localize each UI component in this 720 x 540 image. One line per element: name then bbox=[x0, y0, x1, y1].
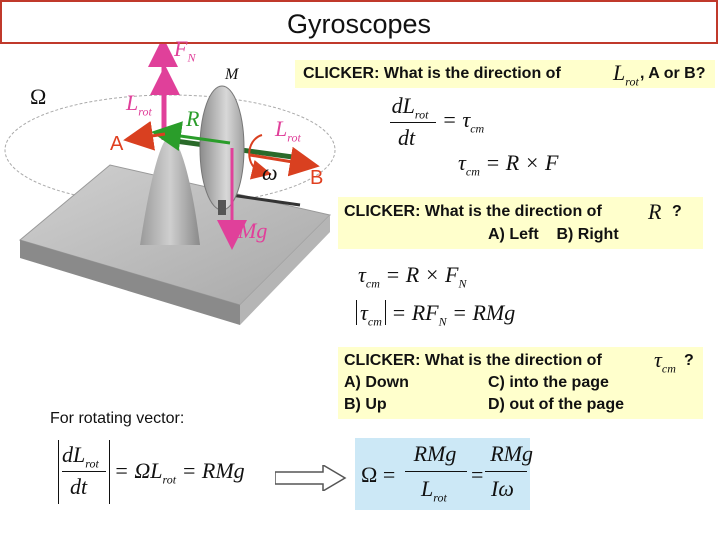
mass-label: M bbox=[225, 66, 239, 83]
clicker3-suffix: ? bbox=[684, 352, 694, 369]
fn-label: FN bbox=[174, 36, 196, 65]
equation-torque-cross: τcm = R × F bbox=[458, 150, 559, 179]
lrot-label-left: Lrot bbox=[126, 90, 152, 119]
equation-torque-magnitude: τcm = RFN = RMg bbox=[356, 300, 515, 329]
arrow-b bbox=[249, 146, 320, 177]
clicker2-symbol: R bbox=[648, 199, 662, 224]
lrot-label-right: Lrot bbox=[275, 116, 301, 145]
clicker1-question: CLICKER: What is the direction of bbox=[303, 65, 561, 82]
pivot-cone bbox=[140, 135, 200, 245]
clicker3-option-a: A) Down bbox=[344, 374, 409, 391]
clicker1-symbol: Lrot bbox=[613, 60, 639, 89]
r-arrow bbox=[151, 121, 231, 151]
platform-side bbox=[20, 240, 240, 325]
disk-stand bbox=[218, 200, 226, 215]
clicker3-option-c: C) into the page bbox=[488, 374, 609, 391]
clicker1-suffix: , A or B? bbox=[640, 65, 706, 82]
gyro-disk bbox=[199, 85, 245, 211]
clicker3-option-d: D) out of the page bbox=[488, 396, 624, 413]
arrow-a bbox=[123, 120, 166, 151]
clicker2-suffix: ? bbox=[672, 203, 682, 220]
point-a-label: A bbox=[110, 133, 124, 155]
clicker2-question: CLICKER: What is the direction of bbox=[344, 203, 602, 220]
page-title: Gyroscopes bbox=[286, 9, 432, 39]
clicker3-question: CLICKER: What is the direction of bbox=[344, 352, 602, 369]
gyroscope-diagram bbox=[4, 44, 336, 325]
equation-rotating-vector: dLrot dt = ΩLrot = RMg bbox=[58, 440, 258, 510]
rotating-vector-label: For rotating vector: bbox=[50, 410, 185, 427]
equation-torque-fn: τcm = R × FN bbox=[358, 262, 467, 291]
clicker-question-1: CLICKER: What is the direction of Lrot ,… bbox=[295, 60, 715, 88]
mg-label: Mg bbox=[238, 218, 268, 243]
platform-edge bbox=[240, 215, 330, 325]
clicker-question-3: CLICKER: What is the direction of τcm ? … bbox=[338, 347, 703, 419]
r-label: R bbox=[186, 106, 200, 131]
clicker3-option-b: B) Up bbox=[344, 396, 387, 413]
clicker3-symbol: τcm bbox=[654, 347, 676, 376]
precession-orbit bbox=[4, 94, 336, 206]
point-b-label: B bbox=[310, 167, 324, 189]
omega-small-label: ω bbox=[262, 160, 278, 185]
spin-arrow bbox=[248, 134, 272, 180]
omega-big-label: Ω bbox=[30, 84, 47, 109]
title-bar: Gyroscopes bbox=[0, 0, 718, 44]
precession-result: Ω = RMg Lrot = RMg Iω bbox=[355, 438, 533, 510]
clicker-question-2: CLICKER: What is the direction of R ? A)… bbox=[338, 197, 703, 249]
result-arrow bbox=[275, 465, 347, 491]
clicker2-options: A) Left B) Right bbox=[488, 226, 619, 243]
